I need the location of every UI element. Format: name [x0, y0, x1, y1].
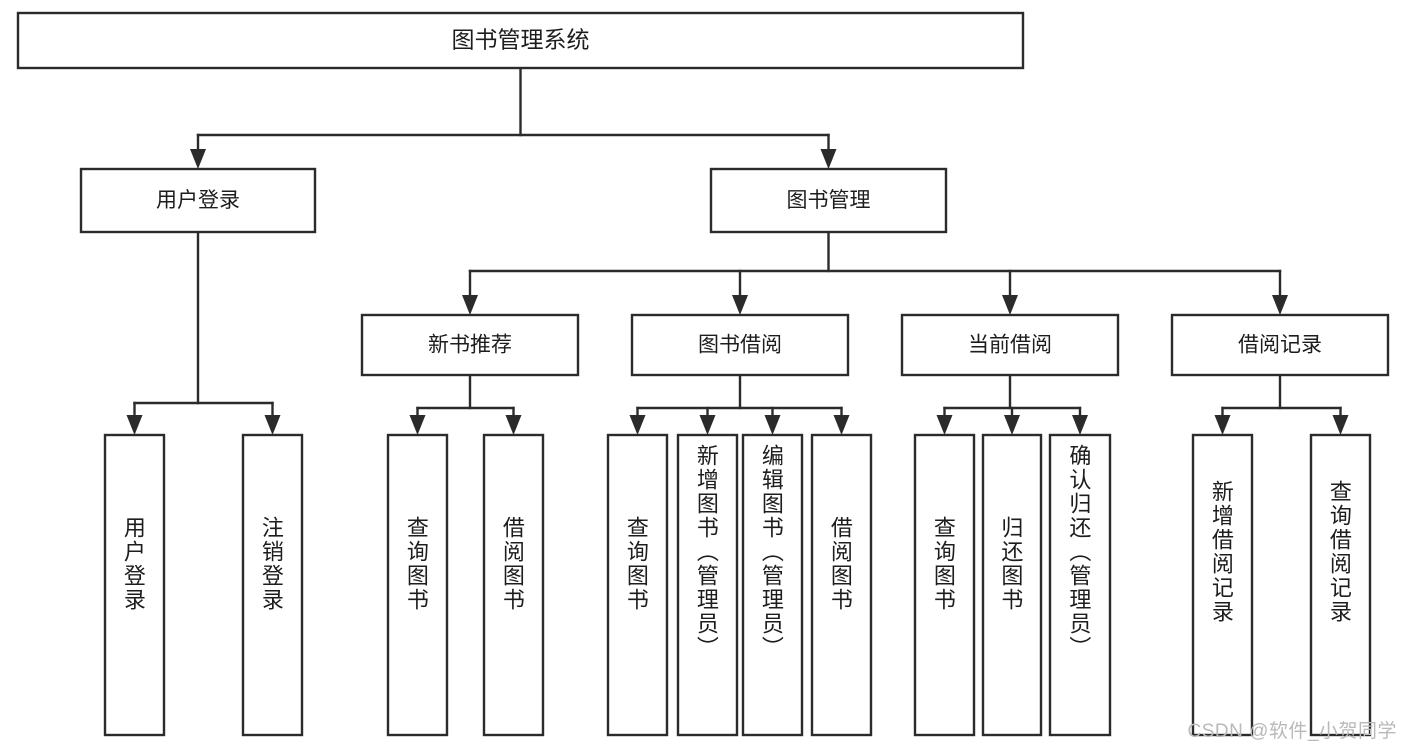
level2-nodes: 用户登录 图书管理	[79, 167, 948, 234]
level2-box[interactable]	[79, 167, 317, 234]
watermark: CSDN @软件_小贺同学	[1187, 721, 1397, 742]
leaf-box[interactable]	[103, 433, 166, 737]
node-level2-1[interactable]: 用户登录	[79, 167, 317, 234]
leaf-box[interactable]	[810, 433, 873, 737]
leaf-box[interactable]	[482, 433, 545, 737]
node-root[interactable]: 图书管理系统	[16, 11, 1025, 70]
level3-label: 借阅记录	[1238, 334, 1322, 357]
node-leaf-3[interactable]	[386, 433, 449, 737]
node-leaf-11[interactable]	[1048, 433, 1112, 737]
level3-box[interactable]	[1170, 313, 1390, 377]
node-leaf-10[interactable]	[981, 433, 1043, 737]
leaf-box[interactable]	[241, 433, 304, 737]
level2-box[interactable]	[709, 167, 948, 234]
leaf-box[interactable]	[676, 433, 739, 737]
node-level3-1[interactable]: 新书推荐	[360, 313, 580, 377]
node-leaf-5[interactable]	[606, 433, 669, 737]
leaf-box[interactable]	[1309, 433, 1372, 737]
level3-box[interactable]	[360, 313, 580, 377]
connectors-layer	[126, 66, 1349, 435]
node-level3-2[interactable]: 图书借阅	[630, 313, 850, 377]
node-leaf-4[interactable]	[482, 433, 545, 737]
node-level2-2[interactable]: 图书管理	[709, 167, 948, 234]
level2-label: 用户登录	[156, 189, 240, 212]
node-leaf-9[interactable]	[913, 433, 976, 737]
leaf-box[interactable]	[386, 433, 449, 737]
node-level3-3[interactable]: 当前借阅	[900, 313, 1120, 377]
node-level3-4[interactable]: 借阅记录	[1170, 313, 1390, 377]
level3-label: 当前借阅	[968, 334, 1052, 357]
leaf-box[interactable]	[606, 433, 669, 737]
leaf-nodes	[103, 433, 1372, 737]
level3-box[interactable]	[630, 313, 850, 377]
root-box[interactable]	[16, 11, 1025, 70]
node-leaf-2[interactable]	[241, 433, 304, 737]
leaf-box[interactable]	[741, 433, 804, 737]
level3-nodes: 新书推荐 图书借阅 当前借阅 借阅记录	[360, 313, 1390, 377]
leaf-box[interactable]	[981, 433, 1043, 737]
root-label: 图书管理系统	[452, 27, 590, 53]
leaf-box[interactable]	[913, 433, 976, 737]
node-leaf-6[interactable]	[676, 433, 739, 737]
node-leaf-7[interactable]	[741, 433, 804, 737]
node-leaf-13[interactable]	[1309, 433, 1372, 737]
leaf-box[interactable]	[1191, 433, 1254, 737]
level2-label: 图书管理	[787, 189, 871, 212]
node-leaf-1[interactable]	[103, 433, 166, 737]
leaf-box[interactable]	[1048, 433, 1112, 737]
level3-box[interactable]	[900, 313, 1120, 377]
level3-label: 新书推荐	[428, 334, 512, 357]
level3-label: 图书借阅	[698, 334, 782, 357]
node-leaf-12[interactable]	[1191, 433, 1254, 737]
node-leaf-8[interactable]	[810, 433, 873, 737]
